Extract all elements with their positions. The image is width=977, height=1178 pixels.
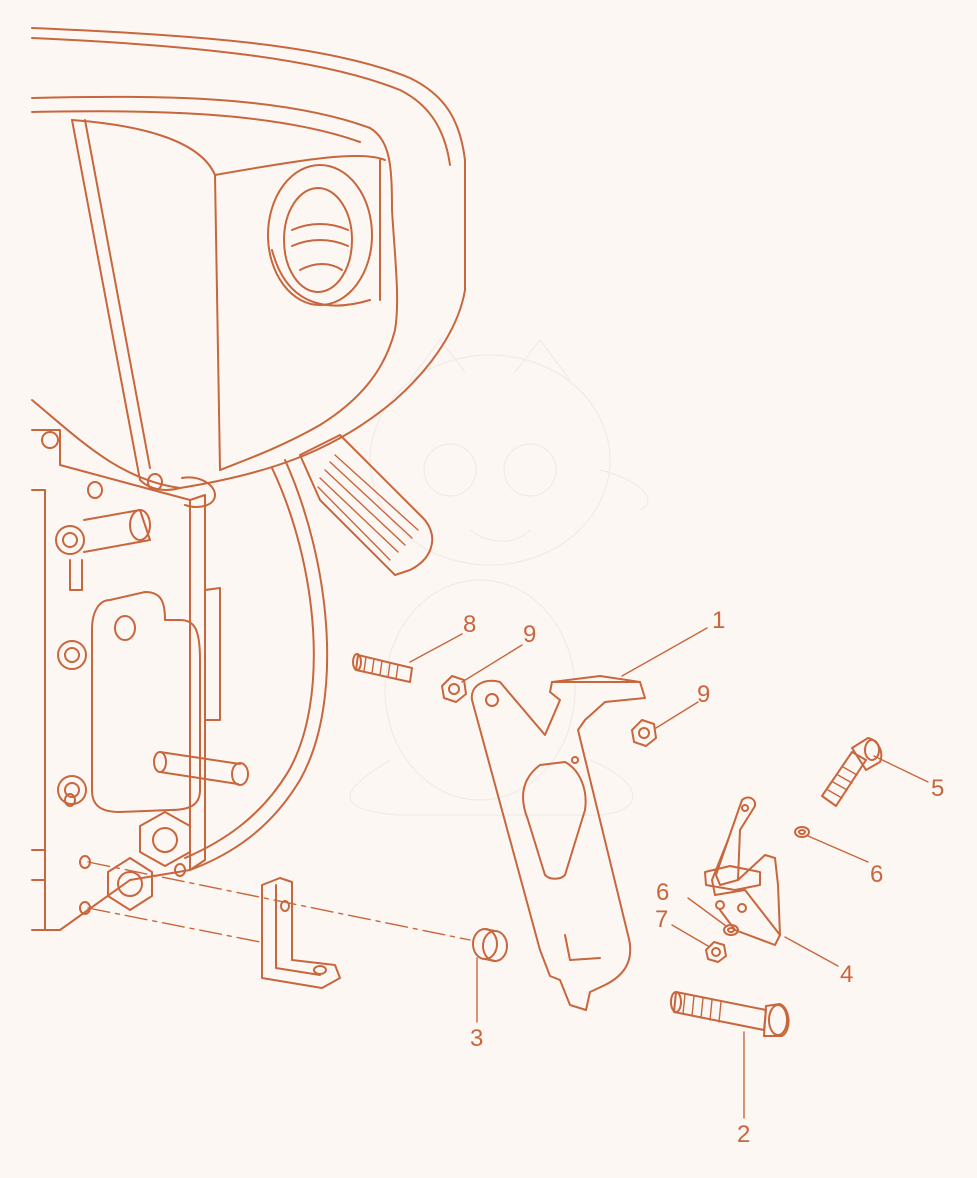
mounting-plate bbox=[31, 429, 249, 931]
part-9-hex-nut-b bbox=[631, 719, 657, 747]
part-7-small-nut bbox=[705, 941, 727, 963]
part-1-lever-plate bbox=[470, 675, 646, 1011]
leader-lines bbox=[409, 627, 929, 1119]
callout-6-upper: 6 bbox=[870, 861, 883, 888]
callout-7: 7 bbox=[655, 906, 668, 933]
part-9-hex-nut-a bbox=[441, 675, 467, 703]
callout-4: 4 bbox=[840, 961, 853, 988]
callout-9-right: 9 bbox=[697, 681, 710, 708]
callout-8: 8 bbox=[463, 611, 476, 638]
part-6-washer-a bbox=[794, 826, 810, 838]
curved-housing-arc bbox=[184, 459, 329, 871]
callout-6-lower: 6 bbox=[656, 879, 669, 906]
centerline-lower bbox=[87, 907, 261, 943]
callout-2: 2 bbox=[737, 1121, 750, 1148]
part-8-threaded-stud bbox=[352, 653, 413, 683]
watermark-mascot bbox=[349, 339, 649, 816]
part-3-bushing bbox=[472, 928, 508, 962]
part-5-cap-screw bbox=[821, 737, 883, 807]
machine-assembly-drawing: 1 2 3 4 5 6 6 7 8 9 9 bbox=[31, 27, 944, 1148]
callout-3: 3 bbox=[470, 1025, 483, 1052]
part-4-switch-bracket bbox=[704, 796, 781, 946]
callout-1: 1 bbox=[712, 607, 725, 634]
centerline-upper bbox=[87, 861, 471, 941]
cover-round-cap bbox=[267, 164, 373, 307]
callout-9-upper: 9 bbox=[523, 621, 536, 648]
pedal-lever bbox=[299, 434, 434, 576]
machine-top-cover bbox=[31, 27, 466, 491]
part-2-long-cap-screw bbox=[670, 991, 790, 1037]
callout-5: 5 bbox=[931, 775, 944, 802]
angle-bracket bbox=[261, 877, 341, 989]
